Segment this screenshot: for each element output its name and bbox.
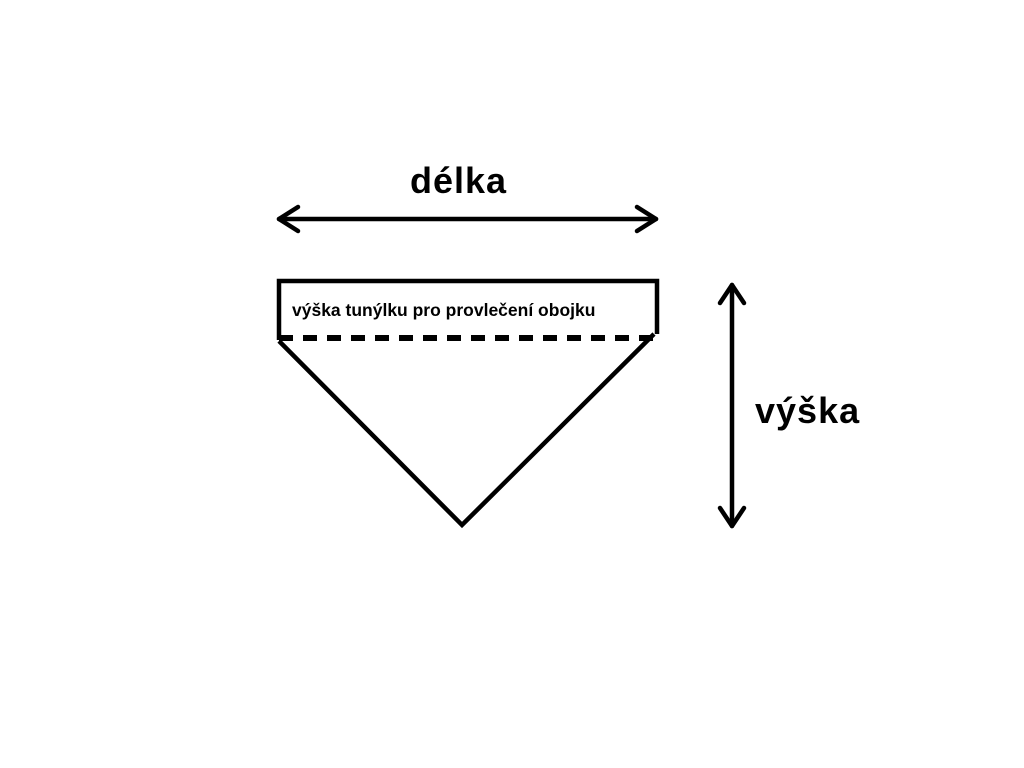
length-label: délka bbox=[410, 160, 508, 201]
length-arrow-head-right bbox=[634, 204, 659, 234]
height-arrow-head-top bbox=[717, 282, 747, 306]
height-label: výška bbox=[755, 390, 861, 431]
tunnel-height-label: výška tunýlku pro provlečení obojku bbox=[292, 300, 596, 320]
length-arrow-head-left bbox=[276, 204, 301, 234]
triangle-body-outline bbox=[277, 332, 656, 529]
tunnel-strip-outline bbox=[276, 278, 660, 340]
height-arrow-head-bottom bbox=[717, 505, 747, 529]
height-arrow bbox=[717, 282, 747, 529]
length-arrow bbox=[276, 204, 659, 234]
